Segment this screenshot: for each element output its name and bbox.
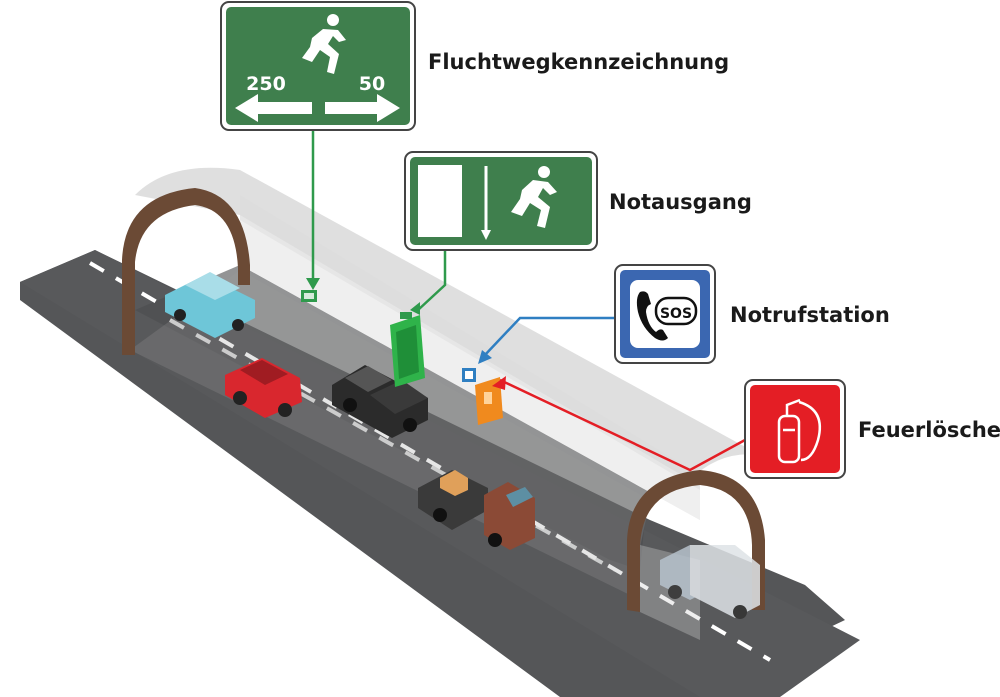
emergency-call-sign: SOS	[614, 264, 716, 364]
escape-route-sign: 250 50	[220, 1, 416, 131]
wall-escape-marker	[301, 290, 317, 302]
telephone-sos-icon: SOS	[636, 291, 698, 341]
fire-extinguisher-sign	[744, 379, 846, 479]
connector-exit	[417, 250, 447, 311]
connector-sos	[483, 316, 615, 357]
vehicle-cyan-car	[165, 272, 255, 338]
left-distance: 250	[246, 73, 286, 95]
running-person-icon	[511, 166, 557, 228]
vehicle-white-truck	[660, 545, 760, 619]
connector-fire	[499, 378, 746, 472]
emergency-exit-sign	[404, 151, 598, 251]
left-arrow-icon	[235, 94, 312, 122]
lane-center	[169, 318, 616, 572]
tunnel-rib-back	[122, 188, 250, 355]
arrowhead-exit	[410, 302, 420, 315]
arrowhead-escape	[306, 278, 320, 290]
vehicle-flatbed-truck	[418, 470, 535, 550]
vehicle-red-car	[225, 358, 302, 418]
vehicle-black-pickup	[332, 365, 428, 438]
sos-text: SOS	[660, 306, 692, 322]
arrowhead-fire	[492, 376, 506, 390]
running-person-icon	[302, 14, 346, 74]
fire-cabinet	[475, 377, 503, 425]
label-emergency-call: Notrufstation	[730, 303, 890, 327]
emergency-exit-door	[390, 312, 425, 387]
arrowhead-sos	[478, 350, 492, 364]
label-emergency-exit: Notausgang	[609, 190, 752, 214]
fire-extinguisher-icon	[777, 398, 822, 464]
exit-door-icon	[418, 165, 491, 240]
label-fire-extinguisher: Feuerlöscher	[858, 418, 1000, 442]
right-distance: 50	[359, 73, 385, 95]
right-arrow-icon	[325, 94, 400, 122]
label-escape-route: Fluchtwegkennzeichnung	[428, 50, 730, 74]
emergency-call-box	[462, 368, 476, 382]
